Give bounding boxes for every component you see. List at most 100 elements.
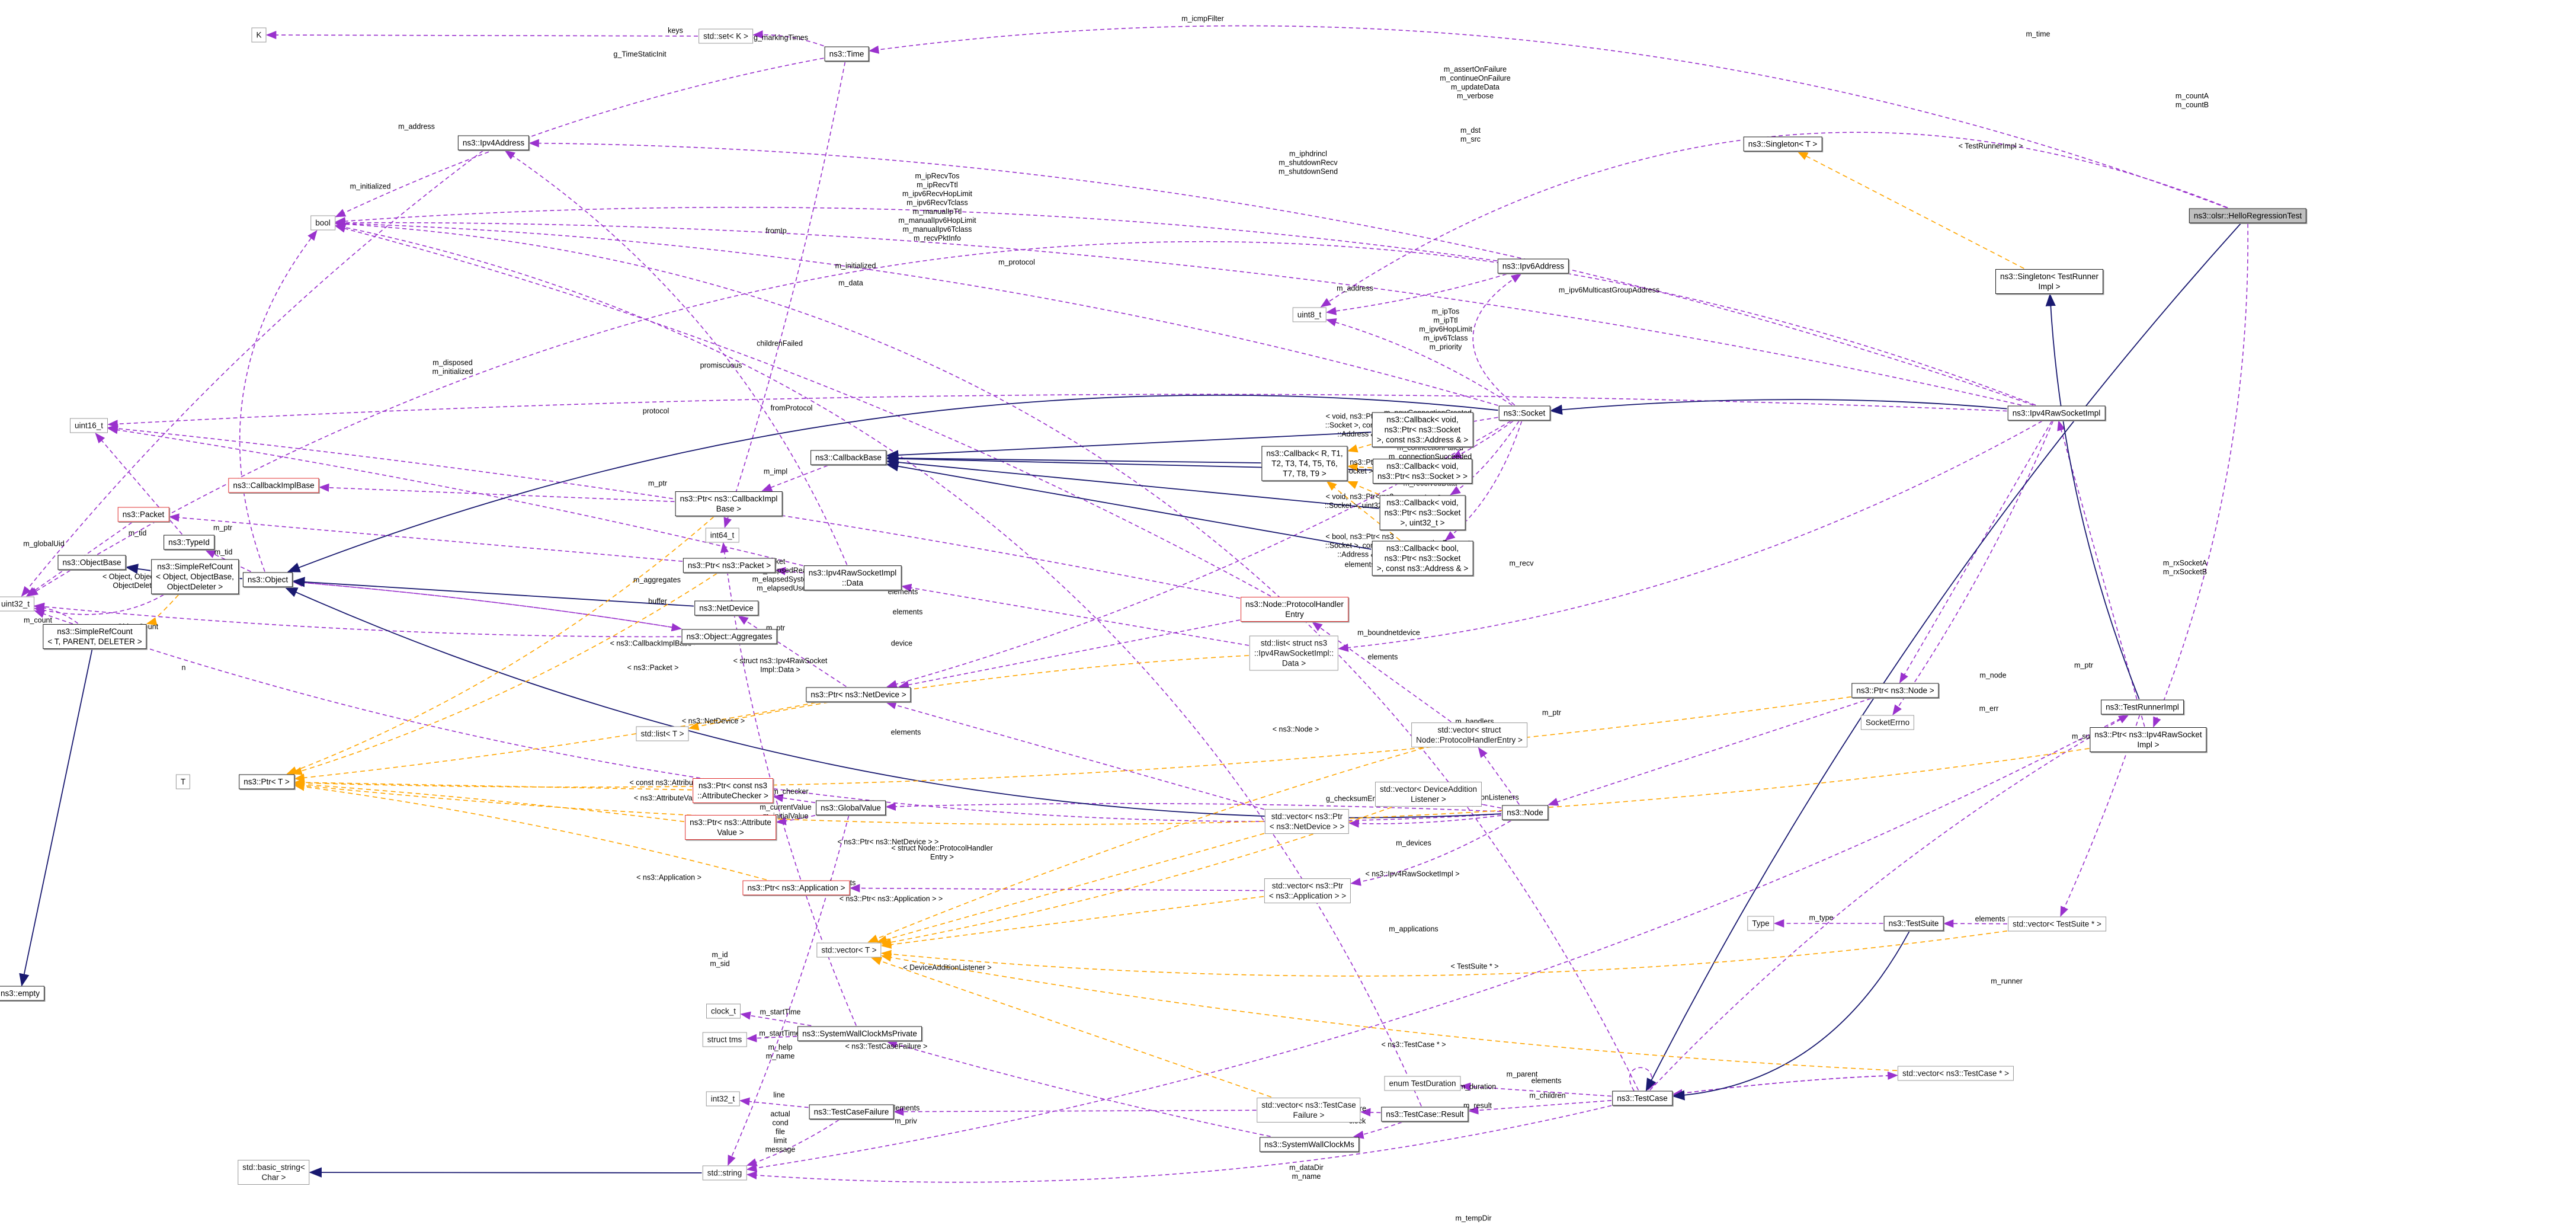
- class-node-ptrCbib[interactable]: ns3::Ptr< ns3::CallbackImpl Base >: [675, 491, 783, 516]
- class-node-phe[interactable]: ns3::Node::ProtocolHandler Entry: [1241, 597, 1348, 622]
- class-node-vecDal[interactable]: std::vector< DeviceAddition Listener >: [1375, 782, 1482, 807]
- edge-usage-setk-k: [265, 31, 699, 40]
- class-node-srcT[interactable]: ns3::SimpleRefCount < T, PARENT, DELETER…: [43, 624, 147, 649]
- class-node-tcf[interactable]: ns3::TestCaseFailure: [809, 1104, 894, 1120]
- class-node-swcm[interactable]: ns3::SystemWallClockMs: [1260, 1137, 1359, 1152]
- edge-template-cbU32-cbR: [1347, 481, 1380, 495]
- class-node-ipv6addr[interactable]: ns3::Ipv6Address: [1497, 258, 1569, 274]
- edge-usage-ptrNd-netdev: [738, 615, 847, 688]
- class-node-time[interactable]: ns3::Time: [824, 46, 869, 62]
- class-node-testsuite[interactable]: ns3::TestSuite: [1883, 916, 1944, 931]
- edge-usage-rawimpl-uint32: [27, 241, 2036, 597]
- class-node-bstring[interactable]: std::basic_string< Char >: [238, 1160, 310, 1185]
- class-node-ptrRaw[interactable]: ns3::Ptr< ns3::Ipv4RawSocket Impl >: [2090, 727, 2207, 752]
- class-node-runner[interactable]: ns3::TestRunnerImpl: [2101, 699, 2184, 715]
- class-node-cbimplbase[interactable]: ns3::CallbackImplBase: [228, 478, 319, 493]
- edge-template-ptrRaw-ptrT: [294, 748, 2090, 825]
- class-node-int64[interactable]: int64_t: [705, 527, 739, 543]
- class-node-vecPhe[interactable]: std::vector< struct Node::ProtocolHandle…: [1411, 722, 1527, 747]
- class-node-duration[interactable]: enum TestDuration: [1384, 1076, 1461, 1091]
- class-node-listT[interactable]: std::list< T >: [636, 726, 689, 741]
- class-node-sstring[interactable]: std::string: [702, 1165, 747, 1181]
- class-node-ptrPacket[interactable]: ns3::Ptr< ns3::Packet >: [683, 558, 776, 573]
- class-node-T[interactable]: T: [175, 774, 191, 789]
- class-node-empty[interactable]: ns3::empty: [0, 986, 45, 1001]
- class-node-object[interactable]: ns3::Object: [242, 572, 293, 587]
- class-node-cbR[interactable]: ns3::Callback< R, T1, T2, T3, T4, T5, T6…: [1261, 446, 1348, 481]
- edge-usage-time-bool: [335, 57, 824, 218]
- edge-usage-swcmp-clockt: [740, 1011, 812, 1027]
- edge-usage-testcase-testcase: [1629, 1067, 1657, 1091]
- edge-usage-socket-cbAddr: [1463, 417, 1498, 427]
- class-node-tms[interactable]: struct tms: [702, 1032, 747, 1047]
- class-node-rawimpl[interactable]: ns3::Ipv4RawSocketImpl: [2007, 405, 2106, 421]
- class-node-vecTs[interactable]: std::vector< TestSuite * >: [2008, 916, 2106, 932]
- class-node-ipv4addr[interactable]: ns3::Ipv4Address: [457, 135, 530, 151]
- class-node-sockerr[interactable]: SocketErrno: [1860, 715, 1915, 730]
- class-node-result[interactable]: ns3::TestCase::Result: [1381, 1107, 1469, 1122]
- class-node-socket[interactable]: ns3::Socket: [1498, 405, 1550, 421]
- edge-usage-dataNode-uint16: [107, 426, 803, 567]
- class-node-dataNode[interactable]: ns3::Ipv4RawSocketImpl ::Data: [803, 565, 902, 590]
- edge-inherit-srcT-empty: [19, 649, 93, 987]
- edge-template-ptrChk-ptrT: [294, 778, 693, 791]
- edge-usage-swcmp-tms: [746, 1034, 797, 1043]
- class-node-vecNd[interactable]: std::vector< ns3::Ptr < ns3::NetDevice >…: [1264, 809, 1350, 834]
- edge-usage-rawimpl-ptrNode: [1899, 421, 2052, 684]
- edge-usage-hello-uint8: [1320, 132, 2228, 308]
- edge-usage-globalval-ptrVal: [776, 815, 816, 826]
- edge-usage-testcase-runner: [1649, 714, 2129, 1091]
- class-node-cbbase[interactable]: ns3::CallbackBase: [810, 450, 886, 465]
- class-node-hello[interactable]: ns3::olsr::HelloRegressionTest: [2189, 208, 2307, 223]
- class-node-bool[interactable]: bool: [310, 215, 335, 231]
- class-node-uint32[interactable]: uint32_t: [0, 596, 35, 612]
- edge-usage-vecPhe-phe: [1312, 621, 1452, 722]
- class-node-node[interactable]: ns3::Node: [1502, 805, 1548, 820]
- class-node-ptrNode[interactable]: ns3::Ptr< ns3::Node >: [1851, 683, 1939, 698]
- class-node-cbU32[interactable]: ns3::Callback< void, ns3::Ptr< ns3::Sock…: [1379, 495, 1466, 530]
- class-node-typeid[interactable]: ns3::TypeId: [164, 535, 214, 550]
- class-node-singletonTR[interactable]: ns3::Singleton< TestRunner Impl >: [1995, 269, 2103, 294]
- class-node-ptrApp[interactable]: ns3::Ptr< ns3::Application >: [742, 880, 850, 896]
- class-node-vecT[interactable]: std::vector< T >: [816, 942, 882, 958]
- edge-usage-node-vecDal: [1472, 798, 1502, 809]
- class-node-k[interactable]: K: [251, 27, 267, 43]
- class-node-cbBool[interactable]: ns3::Callback< bool, ns3::Ptr< ns3::Sock…: [1372, 541, 1473, 576]
- class-node-uint8[interactable]: uint8_t: [1292, 307, 1327, 322]
- class-node-singletonT[interactable]: ns3::Singleton< T >: [1743, 136, 1822, 152]
- class-node-packet[interactable]: ns3::Packet: [117, 507, 169, 522]
- edge-inherit-hello-testcase: [1645, 223, 2241, 1092]
- class-node-vecTc[interactable]: std::vector< ns3::TestCase * >: [1897, 1066, 2014, 1081]
- class-node-objbase[interactable]: ns3::ObjectBase: [57, 555, 126, 570]
- class-node-ptrVal[interactable]: ns3::Ptr< ns3::Attribute Value >: [685, 815, 776, 840]
- class-node-typeBox[interactable]: Type: [1747, 916, 1774, 931]
- edge-template-cbSock-cbR: [1347, 462, 1373, 471]
- class-node-clockt[interactable]: clock_t: [706, 1003, 741, 1019]
- class-node-ptrChk[interactable]: ns3::Ptr< const ns3 ::AttributeChecker >: [693, 778, 773, 803]
- class-node-globalval[interactable]: ns3::GlobalValue: [816, 800, 886, 816]
- class-node-vecTcf[interactable]: std::vector< ns3::TestCase Failure >: [1257, 1098, 1361, 1123]
- edge-usage-socket-cbU32: [1450, 421, 1520, 495]
- class-node-listData[interactable]: std::list< struct ns3 ::Ipv4RawSocketImp…: [1249, 635, 1339, 671]
- edge-usage-node-globalval: [885, 802, 1502, 813]
- class-node-testcase[interactable]: ns3::TestCase: [1612, 1091, 1673, 1106]
- class-node-aggregates[interactable]: ns3::Object::Aggregates: [681, 629, 777, 644]
- class-node-ptrNd[interactable]: ns3::Ptr< ns3::NetDevice >: [806, 687, 911, 702]
- class-node-netdev[interactable]: ns3::NetDevice: [694, 600, 758, 616]
- class-node-cbAddr[interactable]: ns3::Callback< void, ns3::Ptr< ns3::Sock…: [1372, 412, 1473, 447]
- edge-usage-socket-cbSock: [1450, 420, 1514, 459]
- class-node-int32[interactable]: int32_t: [706, 1091, 740, 1107]
- edge-usage-socket-ipv6addr: [1472, 273, 1522, 406]
- class-node-srcObj[interactable]: ns3::SimpleRefCount < Object, ObjectBase…: [151, 559, 239, 594]
- edge-usage-testcase-sstring: [746, 1105, 1612, 1183]
- edge-usage-vecApp-ptrApp: [849, 884, 1264, 893]
- class-node-setk[interactable]: std::set< K >: [699, 28, 753, 44]
- edge-usage-ptrCbib-cbimplbase: [318, 483, 675, 503]
- class-node-cbSock[interactable]: ns3::Callback< void, ns3::Ptr< ns3::Sock…: [1373, 459, 1472, 484]
- edge-usage-srcObj-uint32: [34, 594, 164, 615]
- class-node-vecApp[interactable]: std::vector< ns3::Ptr < ns3::Application…: [1264, 878, 1351, 903]
- class-node-uint16[interactable]: uint16_t: [69, 418, 108, 433]
- class-node-ptrT[interactable]: ns3::Ptr< T >: [239, 774, 294, 789]
- class-node-swcmp[interactable]: ns3::SystemWallClockMsPrivate: [797, 1026, 922, 1041]
- edge-usage-phe-bool: [335, 224, 1271, 597]
